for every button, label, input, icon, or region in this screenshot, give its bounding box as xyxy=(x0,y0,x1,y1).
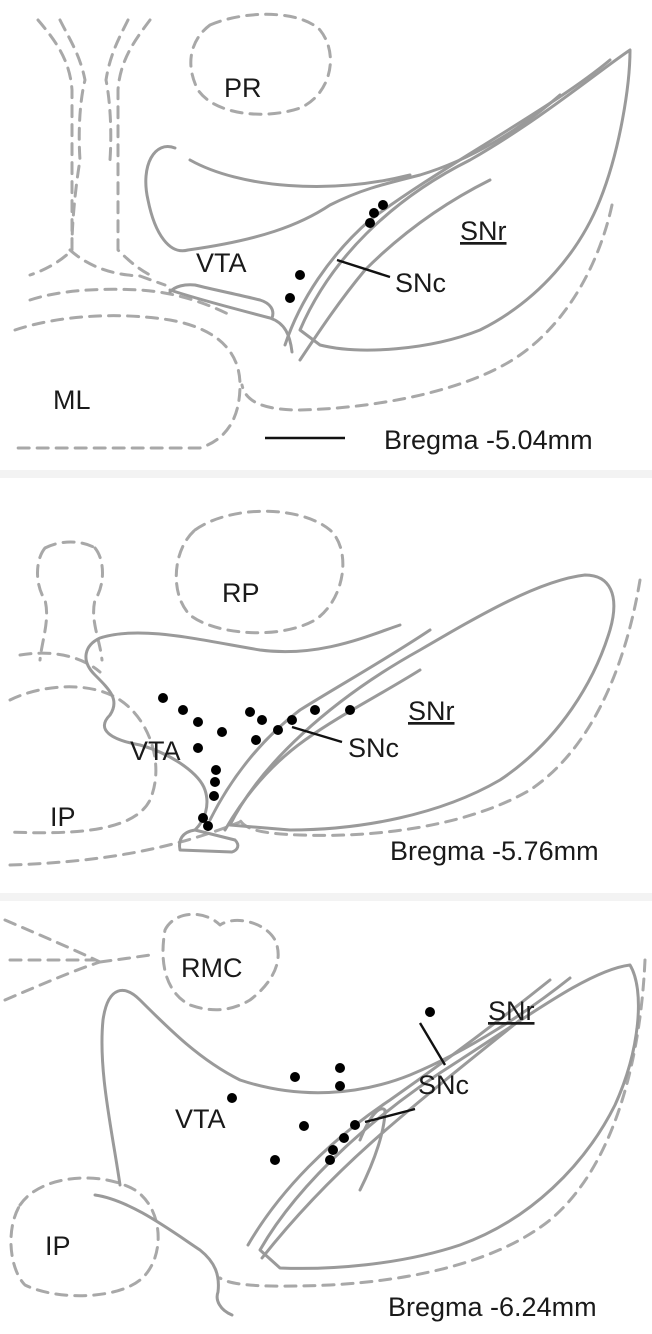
snc-leader-line xyxy=(337,260,390,277)
recording-site-dot xyxy=(210,777,220,787)
label-snr: SNr xyxy=(460,216,507,246)
recording-site-dot xyxy=(193,743,203,753)
panel-bregma-5-76: RP VTA SNr SNc IP Bregma -5.76mm xyxy=(0,500,652,890)
recording-site-dot xyxy=(257,715,267,725)
ip-outline xyxy=(11,1178,158,1296)
brain-section-diagram-2: RP VTA SNr SNc IP Bregma -5.76mm xyxy=(0,500,652,890)
recording-site-dot xyxy=(335,1081,345,1091)
label-snc: SNc xyxy=(395,268,446,298)
rp-outline xyxy=(176,511,343,632)
label-ip: IP xyxy=(45,1231,71,1261)
label-rmc: RMC xyxy=(181,953,243,983)
snr-outline xyxy=(260,965,638,1268)
recording-site-dot xyxy=(310,705,320,715)
label-pr: PR xyxy=(224,73,262,103)
recording-site-dot xyxy=(345,705,355,715)
recording-site-dot xyxy=(295,270,305,280)
recording-site-dot xyxy=(217,727,227,737)
recording-site-dot xyxy=(287,715,297,725)
snc-outer-outline xyxy=(210,630,430,820)
label-ml: ML xyxy=(53,385,91,415)
recording-site-dot xyxy=(350,1120,360,1130)
recording-site-dot xyxy=(251,735,261,745)
midline-cross-outline xyxy=(5,920,150,1000)
recording-site-dot xyxy=(290,1072,300,1082)
brain-section-diagram-3: RMC VTA SNr SNc IP Bregma -6.24mm xyxy=(0,900,652,1334)
bregma-label: Bregma -5.04mm xyxy=(384,425,593,455)
recording-site-dot xyxy=(328,1145,338,1155)
recording-site-dot xyxy=(335,1063,345,1073)
label-snr: SNr xyxy=(408,696,455,726)
recording-site-dot xyxy=(209,791,219,801)
recording-site-dot xyxy=(211,765,221,775)
snc-leader-line xyxy=(420,1023,445,1065)
recording-site-dot xyxy=(325,1155,335,1165)
label-vta: VTA xyxy=(196,248,247,278)
recording-site-dot xyxy=(158,693,168,703)
recording-site-dot xyxy=(369,208,379,218)
ventral-outline xyxy=(95,1195,232,1315)
panel-bregma-6-24: RMC VTA SNr SNc IP Bregma -6.24mm xyxy=(0,900,652,1334)
bregma-label: Bregma -5.76mm xyxy=(390,836,599,866)
recording-site-dot xyxy=(378,200,388,210)
panel-bregma-5-04: PR VTA SNr SNc ML Bregma -5.04mm xyxy=(0,0,652,468)
recording-site-dot xyxy=(273,725,283,735)
lateral-outline xyxy=(242,205,612,410)
label-vta: VTA xyxy=(130,736,181,766)
snr-outline xyxy=(300,50,630,350)
recording-site-dot xyxy=(178,705,188,715)
recording-site-dot xyxy=(203,821,213,831)
recording-site-dot xyxy=(227,1093,237,1103)
recording-site-dot xyxy=(339,1133,349,1143)
recording-site-dot xyxy=(193,717,203,727)
ml-outline xyxy=(15,316,240,448)
ventral-band-outline xyxy=(170,285,273,318)
panel-separator xyxy=(0,470,652,478)
recording-site-dot xyxy=(245,707,255,717)
bregma-label: Bregma -6.24mm xyxy=(388,1292,597,1322)
brain-section-diagram-1: PR VTA SNr SNc ML Bregma -5.04mm xyxy=(0,0,652,468)
label-snr: SNr xyxy=(488,996,535,1026)
recording-site-dot xyxy=(285,293,295,303)
label-rp: RP xyxy=(222,578,260,608)
vta-top-outline xyxy=(190,160,410,186)
vta-outline xyxy=(86,625,400,830)
recording-site-dot xyxy=(299,1121,309,1131)
recording-site-dot xyxy=(270,1155,280,1165)
label-vta: VTA xyxy=(175,1104,226,1134)
recording-site-dot xyxy=(365,218,375,228)
label-ip: IP xyxy=(50,802,76,832)
label-snc: SNc xyxy=(348,733,399,763)
snc-inner-outline xyxy=(262,1020,520,1258)
label-snc: SNc xyxy=(418,1070,469,1100)
recording-site-dot xyxy=(425,1007,435,1017)
midline-outline xyxy=(30,20,152,276)
